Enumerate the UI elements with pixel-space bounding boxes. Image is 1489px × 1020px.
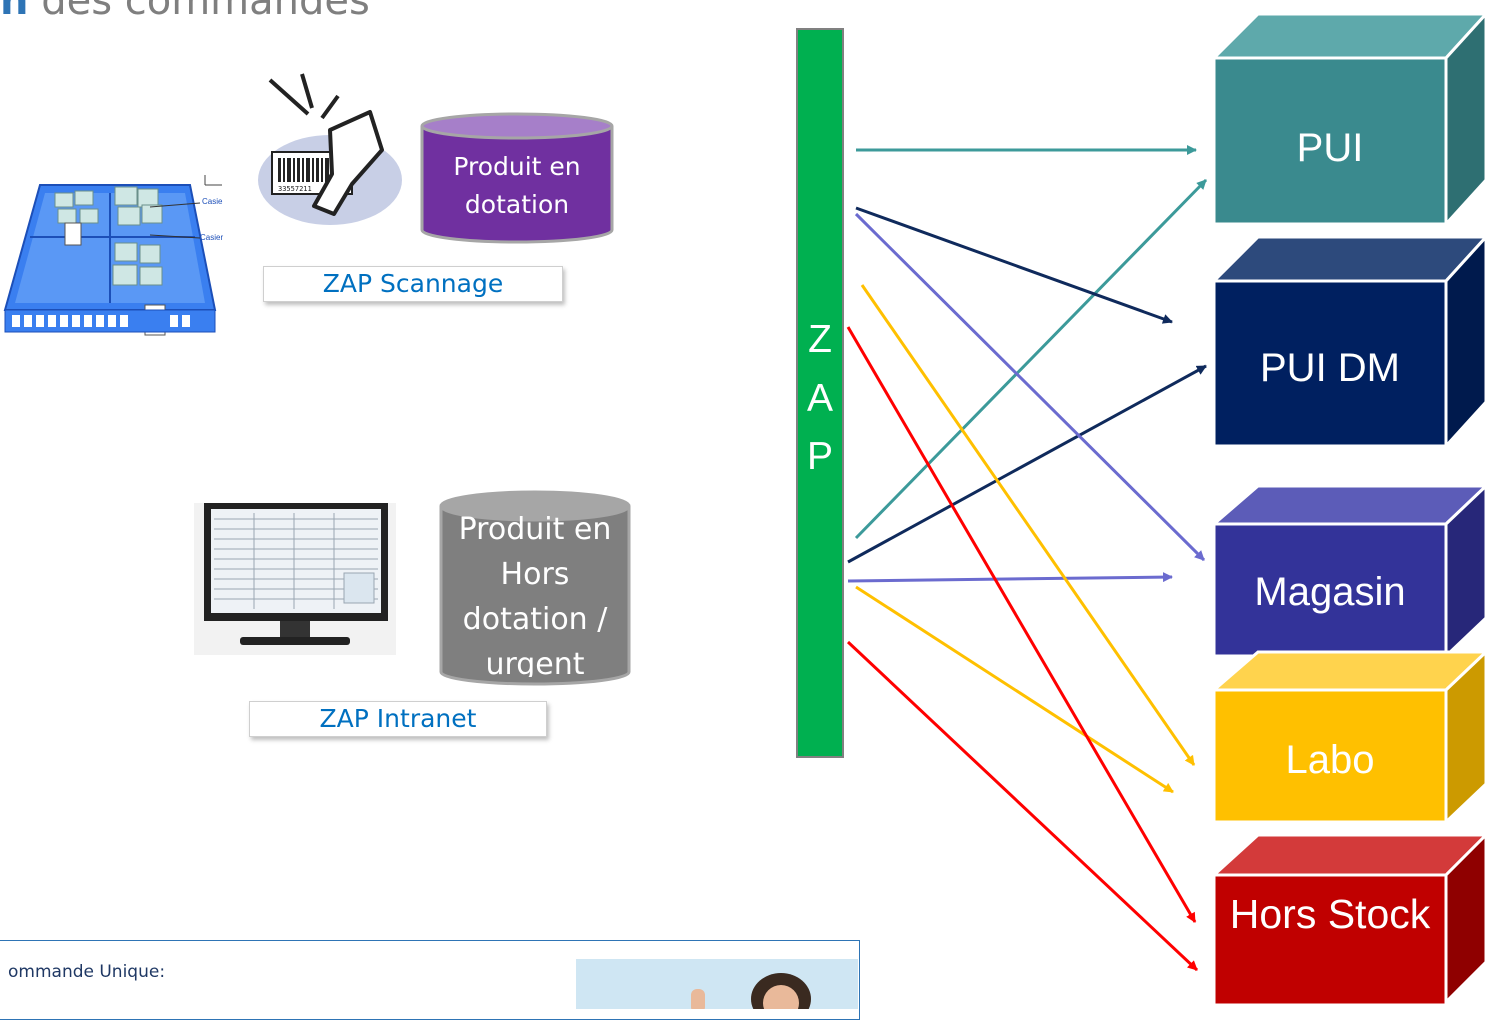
person-photo	[576, 959, 858, 1009]
cylinder-dotation-label: Produit en dotation	[453, 152, 581, 219]
cube-magasin-label: Magasin	[1254, 570, 1406, 614]
cube-labo	[1210, 648, 1489, 826]
bottom-note-text: ommande Unique:	[8, 962, 166, 982]
arrow-purple-2	[847, 572, 1173, 583]
cylinder-hors-dotation	[439, 490, 631, 686]
cube-pui-dm-label: PUI DM	[1260, 346, 1400, 390]
arrow-purple-1	[854, 212, 1206, 562]
zap-letter-z: Z	[808, 318, 832, 361]
computer-monitor-icon	[194, 503, 396, 655]
arrow-navy-1	[855, 206, 1173, 324]
arrow-navy-2	[847, 364, 1207, 564]
cylinder-hors-dotation-label: Produit en Hors dotation / urgent	[458, 512, 612, 677]
cube-pui	[1210, 10, 1489, 228]
zap-intranet-caption: ZAP Intranet	[249, 701, 547, 737]
cube-labo-label: Labo	[1285, 738, 1375, 782]
cube-hors-stock	[1210, 831, 1489, 1007]
page-title-accent: n	[0, 0, 29, 24]
barcode-number: 33557211	[278, 185, 312, 193]
arrow-teal-2	[854, 178, 1208, 540]
page-title: n des commandes	[0, 0, 370, 24]
zap-scannage-caption: ZAP Scannage	[263, 266, 563, 302]
zap-letter-a: A	[806, 377, 833, 420]
cylinder-dotation	[420, 112, 614, 244]
arrow-yellow-2	[855, 585, 1174, 794]
basket-illustration	[3, 175, 222, 336]
zap-letter-p: P	[806, 435, 833, 478]
barcode-scanner-icon: 33557211	[258, 73, 402, 225]
arrow-red-2	[846, 640, 1199, 972]
cube-pui-label: PUI	[1296, 126, 1364, 170]
basket-label-1: Casie	[202, 197, 223, 206]
cube-magasin	[1210, 482, 1489, 660]
cube-hors-stock-label: Hors Stock	[1229, 891, 1431, 937]
destination-cubes	[1210, 10, 1489, 1007]
arrow-red-1	[846, 326, 1197, 923]
basket-label-2: Casier	[200, 233, 224, 242]
cube-pui-dm	[1210, 233, 1489, 450]
zap-bar: Z A P	[796, 28, 844, 758]
arrow-yellow-1	[860, 284, 1196, 766]
page-title-text: des commandes	[28, 0, 370, 24]
